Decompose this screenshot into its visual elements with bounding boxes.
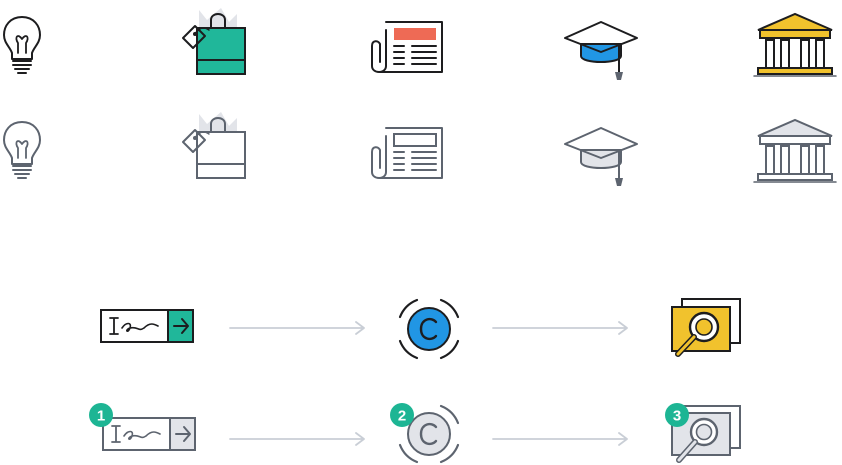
step-badge-1-label: 1 [97, 408, 105, 425]
step-badge-2-label: 2 [398, 408, 406, 425]
step-badge-2: 2 [389, 402, 415, 428]
flow-arrow-icon [491, 432, 631, 446]
copyright-coin-icon [397, 297, 461, 361]
lightbulb-outline-icon [0, 118, 46, 184]
newspaper-icon [370, 18, 448, 76]
shopping-bag-icon [173, 6, 253, 78]
graduation-cap-icon [563, 18, 639, 82]
flow-arrow-icon [491, 321, 631, 335]
step-badge-1: 1 [88, 402, 114, 428]
bank-building-icon [752, 12, 838, 78]
step-badge-3: 3 [664, 402, 690, 428]
newspaper-outline-icon [370, 124, 448, 182]
search-document-outline-icon [668, 404, 744, 464]
bank-building-outline-icon [752, 118, 838, 184]
step-badge-3-label: 3 [673, 408, 681, 425]
flow-arrow-icon [228, 321, 368, 335]
lightbulb-icon [0, 13, 46, 79]
sign-in-arrow-icon [100, 308, 196, 346]
shopping-bag-outline-icon [173, 110, 253, 182]
sign-in-arrow-outline-icon [88, 402, 198, 454]
flow-arrow-icon [228, 432, 368, 446]
graduation-cap-outline-icon [563, 124, 639, 188]
copyright-coin-outline-icon [397, 403, 461, 465]
search-document-icon [668, 296, 744, 360]
